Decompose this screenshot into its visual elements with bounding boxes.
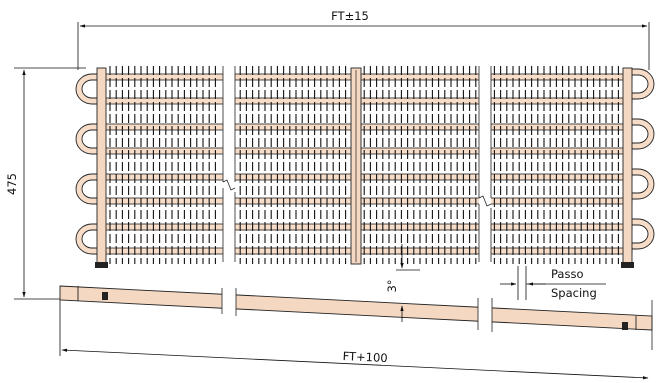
bottom-dim-line <box>61 348 649 380</box>
right-end-plate <box>622 67 633 265</box>
horizontal-tubes <box>99 73 633 255</box>
tube-4 <box>99 147 633 155</box>
break-mark-2 <box>478 195 492 207</box>
top-dimension: FT±15 <box>77 9 650 70</box>
spacing-label: Spacing <box>551 286 597 300</box>
passo-label: Passo <box>551 267 583 281</box>
break-gap-1 <box>223 66 235 262</box>
break-mark-1 <box>222 179 236 191</box>
top-dimension-label: FT±15 <box>331 9 369 23</box>
left-bend-2 <box>75 123 101 155</box>
tube-5 <box>99 173 633 181</box>
left-end-plate <box>96 67 107 265</box>
vertical-fins <box>109 66 619 264</box>
right-bend-3 <box>629 168 655 200</box>
bottom-dimension: FT+100 <box>59 300 649 380</box>
left-bend-4 <box>75 223 101 255</box>
left-bend-3 <box>75 173 101 205</box>
left-plate-foot <box>95 262 108 268</box>
right-u-bends <box>629 68 655 250</box>
break-gap-2 <box>479 66 491 262</box>
end-plates <box>95 67 634 268</box>
tube-6 <box>99 197 633 205</box>
right-plate-foot <box>621 262 634 268</box>
spacing-annotation: Passo Spacing <box>500 266 606 300</box>
bottom-dimension-label: FT+100 <box>342 349 388 365</box>
tube-1 <box>99 73 633 81</box>
angle-label: 3° <box>385 279 399 292</box>
drip-tray <box>59 285 653 350</box>
coil-breaks <box>222 66 492 262</box>
right-bend-2 <box>629 118 655 150</box>
left-u-bends <box>75 73 101 255</box>
height-dimension-label: 475 <box>5 173 19 195</box>
tube-8 <box>99 247 633 255</box>
tube-3 <box>99 123 633 131</box>
tube-2 <box>99 97 633 105</box>
tube-7 <box>99 223 633 231</box>
height-dimension: 475 <box>5 67 86 300</box>
angle-annotation: 3° <box>385 244 420 322</box>
right-bend-1 <box>629 68 655 100</box>
right-bend-4 <box>629 218 655 250</box>
left-bend-1 <box>75 73 101 105</box>
